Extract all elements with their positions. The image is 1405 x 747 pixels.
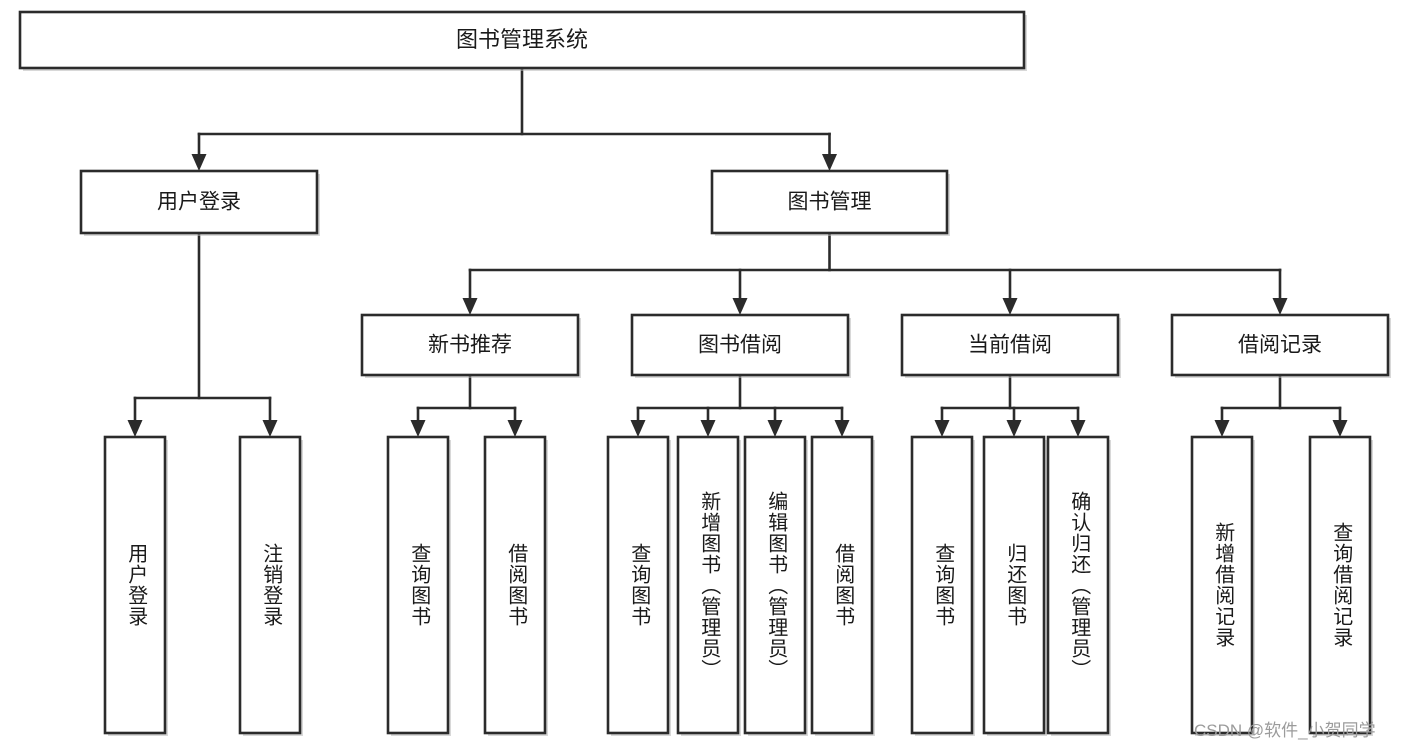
- connector-group-n_new_rec: [410, 373, 523, 437]
- arrow-head-icon: [1002, 298, 1018, 315]
- node-label: 当前借阅: [968, 334, 1052, 357]
- node-label-vertical: 归还图书: [1003, 543, 1026, 627]
- arrow-head-icon: [262, 420, 278, 437]
- node-rect[interactable]: [1046, 435, 1110, 735]
- arrow-head-icon: [191, 154, 207, 171]
- arrow-head-icon: [1214, 420, 1230, 437]
- arrow-head-icon: [127, 420, 143, 437]
- arrow-head-icon: [822, 154, 837, 171]
- node-label: 用户登录: [157, 191, 241, 214]
- node-label-vertical: 确认归还（管理员）: [1067, 490, 1090, 680]
- node-l_cb_return[interactable]: [982, 435, 1047, 736]
- node-l_bb_borrow[interactable]: [810, 435, 875, 736]
- node-l_bb_add[interactable]: [676, 435, 741, 736]
- node-l_bb_query[interactable]: [606, 435, 671, 736]
- node-rect[interactable]: [238, 435, 302, 735]
- node-rect[interactable]: [386, 435, 450, 735]
- node-n_current[interactable]: [900, 313, 1121, 378]
- arrow-head-icon: [1272, 298, 1288, 315]
- node-label-vertical: 查询图书: [931, 543, 954, 627]
- node-l_cb_query[interactable]: [910, 435, 975, 736]
- node-rect[interactable]: [900, 313, 1120, 377]
- connector-group-n_current: [934, 373, 1086, 437]
- node-l_br_query[interactable]: [1308, 435, 1373, 736]
- node-label: 新书推荐: [428, 334, 512, 357]
- node-rect[interactable]: [910, 435, 974, 735]
- arrow-head-icon: [834, 420, 850, 437]
- node-rect[interactable]: [630, 313, 850, 377]
- node-l_nr_query[interactable]: [386, 435, 451, 736]
- node-n_user_login[interactable]: [79, 169, 320, 236]
- node-label: 图书管理: [788, 191, 872, 214]
- node-rect[interactable]: [483, 435, 547, 735]
- node-rect[interactable]: [606, 435, 670, 735]
- node-label: 借阅记录: [1238, 334, 1322, 357]
- node-n_record[interactable]: [1170, 313, 1391, 378]
- node-rect[interactable]: [982, 435, 1046, 735]
- node-label-vertical: 注销登录: [259, 543, 282, 627]
- node-rect[interactable]: [103, 435, 167, 735]
- arrow-head-icon: [1006, 420, 1022, 437]
- connector-group-n_user_login: [127, 231, 278, 437]
- arrow-head-icon: [507, 420, 523, 437]
- arrow-head-icon: [462, 298, 478, 315]
- arrow-head-icon: [767, 420, 783, 437]
- node-rect[interactable]: [1308, 435, 1372, 735]
- node-l_cb_confirm[interactable]: [1046, 435, 1111, 736]
- node-l_user_login[interactable]: [103, 435, 168, 736]
- node-label-vertical: 查询借阅记录: [1329, 522, 1352, 648]
- node-label: 图书借阅: [698, 334, 782, 357]
- node-rect[interactable]: [79, 169, 319, 235]
- node-rect[interactable]: [710, 169, 949, 235]
- connector-group-n_record: [1214, 373, 1348, 437]
- connector-group-n_book_mgmt: [462, 231, 1288, 315]
- node-label-vertical: 用户登录: [124, 543, 147, 627]
- node-label-vertical: 新增借阅记录: [1211, 522, 1234, 648]
- node-root[interactable]: [18, 10, 1027, 71]
- node-rect[interactable]: [1170, 313, 1390, 377]
- connector-group-n_borrow: [630, 373, 850, 437]
- node-rect[interactable]: [18, 10, 1026, 70]
- csdn-watermark: CSDN @软件_小贺同学: [1194, 721, 1376, 740]
- node-rect[interactable]: [360, 313, 580, 377]
- node-rect[interactable]: [810, 435, 874, 735]
- connector-group-root: [191, 66, 837, 171]
- node-label-vertical: 借阅图书: [504, 543, 527, 627]
- node-rect[interactable]: [676, 435, 740, 735]
- node-label-vertical: 查询图书: [407, 543, 430, 627]
- arrow-head-icon: [700, 420, 716, 437]
- node-rect[interactable]: [743, 435, 807, 735]
- node-label-vertical: 借阅图书: [831, 543, 854, 627]
- node-l_user_logout[interactable]: [238, 435, 303, 736]
- arrow-head-icon: [410, 420, 426, 437]
- arrow-head-icon: [630, 420, 646, 437]
- node-label-vertical: 编辑图书（管理员）: [764, 490, 787, 680]
- arrow-head-icon: [1332, 420, 1348, 437]
- arrow-head-icon: [1070, 420, 1086, 437]
- arrow-head-icon: [934, 420, 950, 437]
- node-rect[interactable]: [1190, 435, 1254, 735]
- node-label: 图书管理系统: [456, 27, 588, 52]
- node-label-vertical: 查询图书: [627, 543, 650, 627]
- node-l_nr_borrow[interactable]: [483, 435, 548, 736]
- node-label-vertical: 新增图书（管理员）: [697, 490, 720, 680]
- node-n_borrow[interactable]: [630, 313, 851, 378]
- node-n_new_rec[interactable]: [360, 313, 581, 378]
- arrow-head-icon: [732, 298, 748, 315]
- node-n_book_mgmt[interactable]: [710, 169, 950, 236]
- node-l_bb_edit[interactable]: [743, 435, 808, 736]
- node-l_br_add[interactable]: [1190, 435, 1255, 736]
